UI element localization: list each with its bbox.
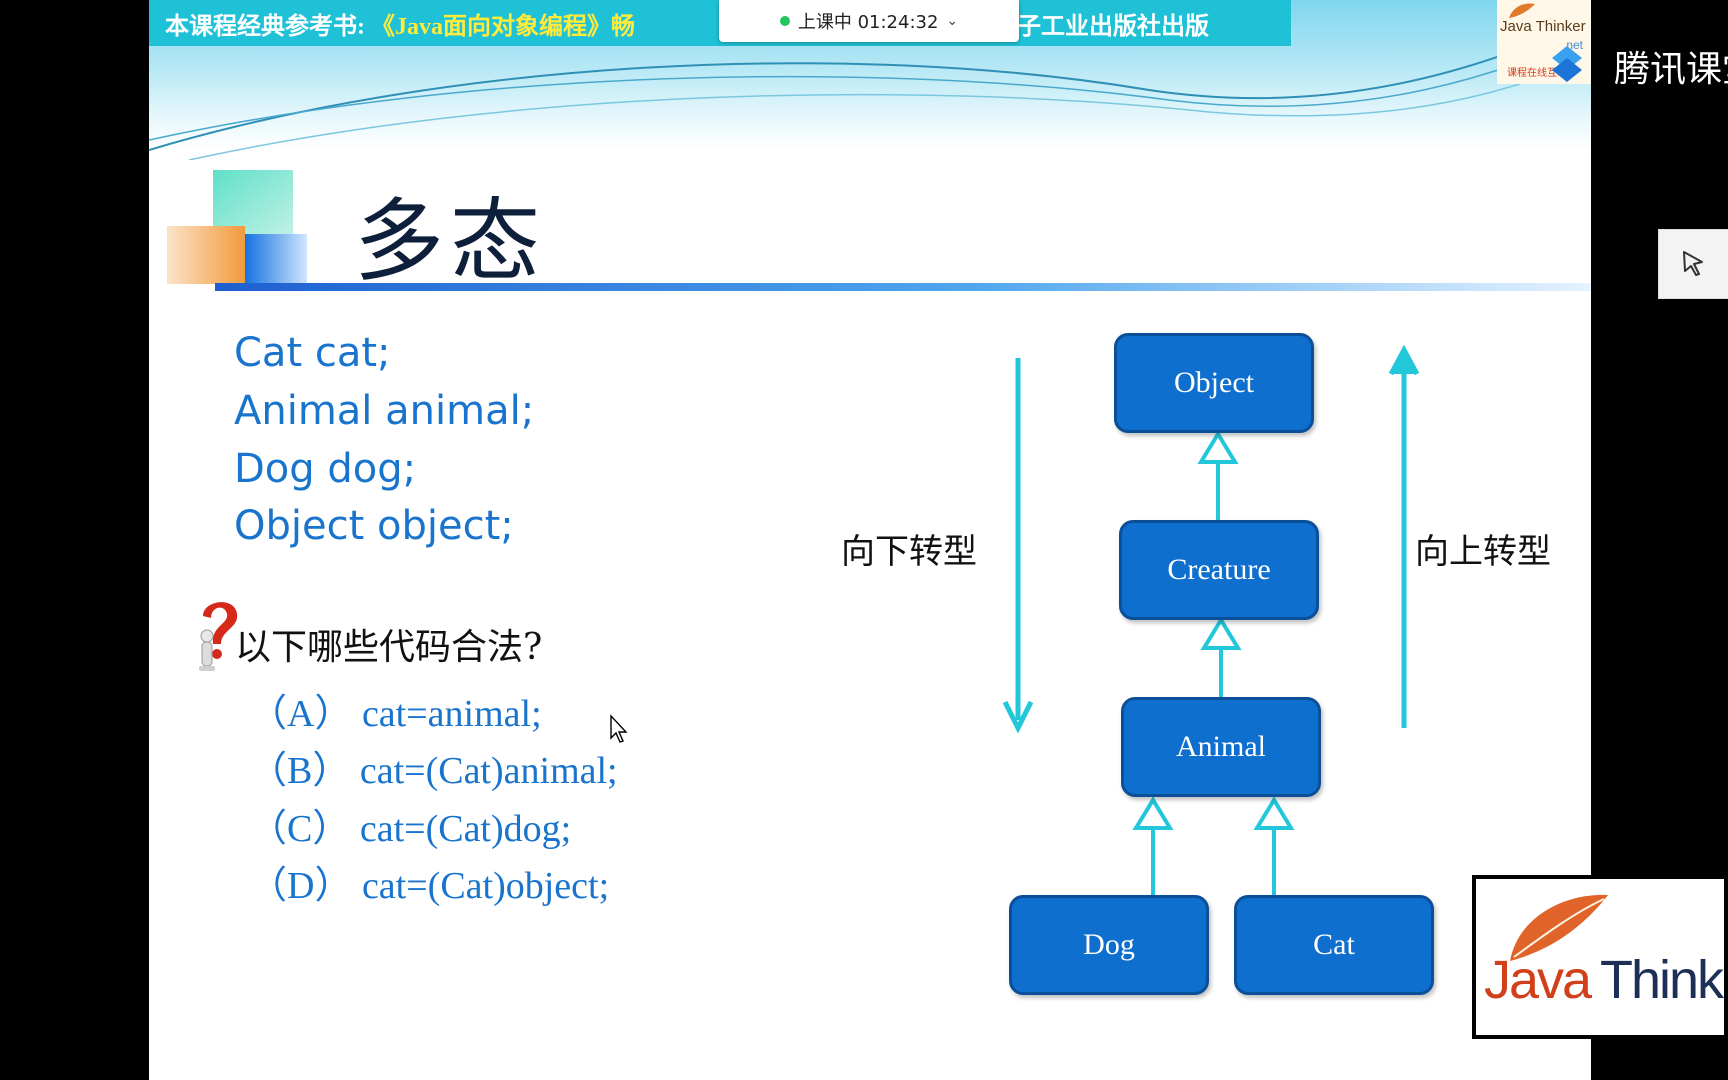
- pointer-tool-icon[interactable]: [1679, 248, 1707, 278]
- banner-wave: [149, 19, 1591, 160]
- option-b: （B） cat=(Cat)animal;: [249, 750, 618, 792]
- session-status-pill[interactable]: 上课中 01:24:32 ⌄: [719, 0, 1019, 42]
- upcast-label: 向上转型: [1415, 532, 1551, 572]
- node-cat: Cat: [1234, 895, 1434, 995]
- node-dog: Dog: [1009, 895, 1209, 995]
- node-object: Object: [1114, 333, 1314, 433]
- option-c: （C） cat=(Cat)dog;: [249, 808, 572, 850]
- banner-reference-book: 本课程经典参考书: 《Java面向对象编程》畅: [165, 14, 635, 40]
- title-underline: [215, 283, 1591, 291]
- declaration-line: Dog dog;: [234, 446, 417, 492]
- downcast-arrowhead: [1002, 700, 1034, 734]
- platform-name: 腾讯课堂: [1614, 49, 1728, 90]
- tool-panel: [1658, 229, 1728, 299]
- banner-publisher: 子工业出版社出版: [1017, 14, 1209, 40]
- option-d: （D） cat=(Cat)object;: [249, 865, 610, 907]
- tencent-classroom-icon: [1552, 46, 1582, 82]
- declaration-line: Object object;: [234, 503, 514, 549]
- live-indicator-icon: [779, 16, 790, 26]
- slide-title: 多态: [354, 189, 546, 294]
- question-mark-icon: [199, 602, 238, 671]
- chevron-down-icon[interactable]: ⌄: [946, 13, 959, 29]
- downcast-label: 向下转型: [841, 532, 977, 572]
- leaf-icon: [1509, 3, 1535, 18]
- declaration-line: Cat cat;: [234, 330, 391, 376]
- slide: 本课程经典参考书: 《Java面向对象编程》畅 子工业出版社出版 多态 Cat …: [149, 0, 1591, 1080]
- declaration-line: Animal animal;: [234, 388, 535, 434]
- leaf-logo-icon: [1510, 894, 1608, 961]
- title-decoration: [167, 170, 307, 284]
- option-a: （A） cat=animal;: [249, 693, 542, 735]
- upcast-arrowhead: [1388, 344, 1420, 376]
- class-hierarchy-diagram: [1002, 344, 1420, 895]
- question-text: 以下哪些代码合法?: [235, 627, 543, 668]
- node-creature: Creature: [1119, 520, 1319, 620]
- node-animal: Animal: [1121, 697, 1321, 797]
- javathinker-logo-large: Java Thinker.: [1472, 875, 1728, 1039]
- session-status-text: 上课中 01:24:32: [797, 12, 939, 33]
- mouse-cursor-icon: [610, 714, 628, 743]
